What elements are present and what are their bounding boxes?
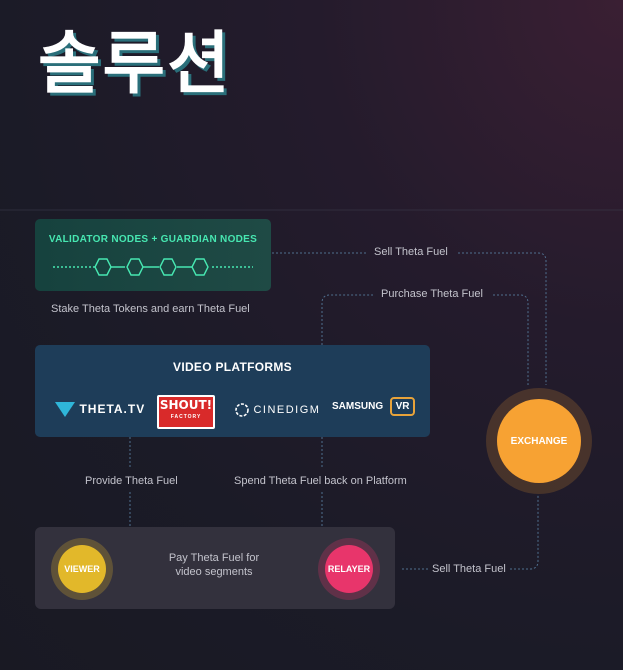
viewer-node: VIEWER xyxy=(58,545,106,593)
pay-label-line1: Pay Theta Fuel for xyxy=(168,552,260,564)
provide-label: Provide Theta Fuel xyxy=(85,475,178,487)
theta-tv-logo: THETA.TV xyxy=(55,400,145,418)
sell-bottom-line xyxy=(402,495,539,570)
pay-label-line2: video segments xyxy=(175,566,253,578)
platforms-title: VIDEO PLATFORMS xyxy=(173,360,292,374)
exchange-node: EXCHANGE xyxy=(497,399,581,483)
validator-caption: Stake Theta Tokens and earn Theta Fuel xyxy=(51,303,250,315)
samsung-vr-logo: SAMSUNG VR xyxy=(332,397,416,416)
cinedigm-ring-icon xyxy=(235,402,249,417)
sell-bottom-label: Sell Theta Fuel xyxy=(432,563,506,575)
theta-triangle-icon xyxy=(55,401,75,417)
video-platforms-box: VIDEO PLATFORMS THETA.TV SHOUT! FACTORY … xyxy=(35,345,430,437)
cinedigm-logo: CINEDIGM xyxy=(235,401,320,419)
purchase-label: Purchase Theta Fuel xyxy=(381,288,483,300)
page-title: 솔루션 xyxy=(38,25,232,104)
validator-title: VALIDATOR NODES + GUARDIAN NODES xyxy=(48,234,258,245)
purchase-line xyxy=(321,294,529,385)
validator-box: VALIDATOR NODES + GUARDIAN NODES xyxy=(35,219,271,291)
sell-top-line xyxy=(272,252,547,385)
sell-top-label: Sell Theta Fuel xyxy=(374,246,448,258)
relayer-node: RELAYER xyxy=(325,545,373,593)
spend-label: Spend Theta Fuel back on Platform xyxy=(234,475,407,487)
node-chain-icon xyxy=(53,258,253,276)
shout-factory-logo: SHOUT! FACTORY xyxy=(157,395,215,429)
pay-label: Pay Theta Fuel for video segments xyxy=(150,552,278,578)
